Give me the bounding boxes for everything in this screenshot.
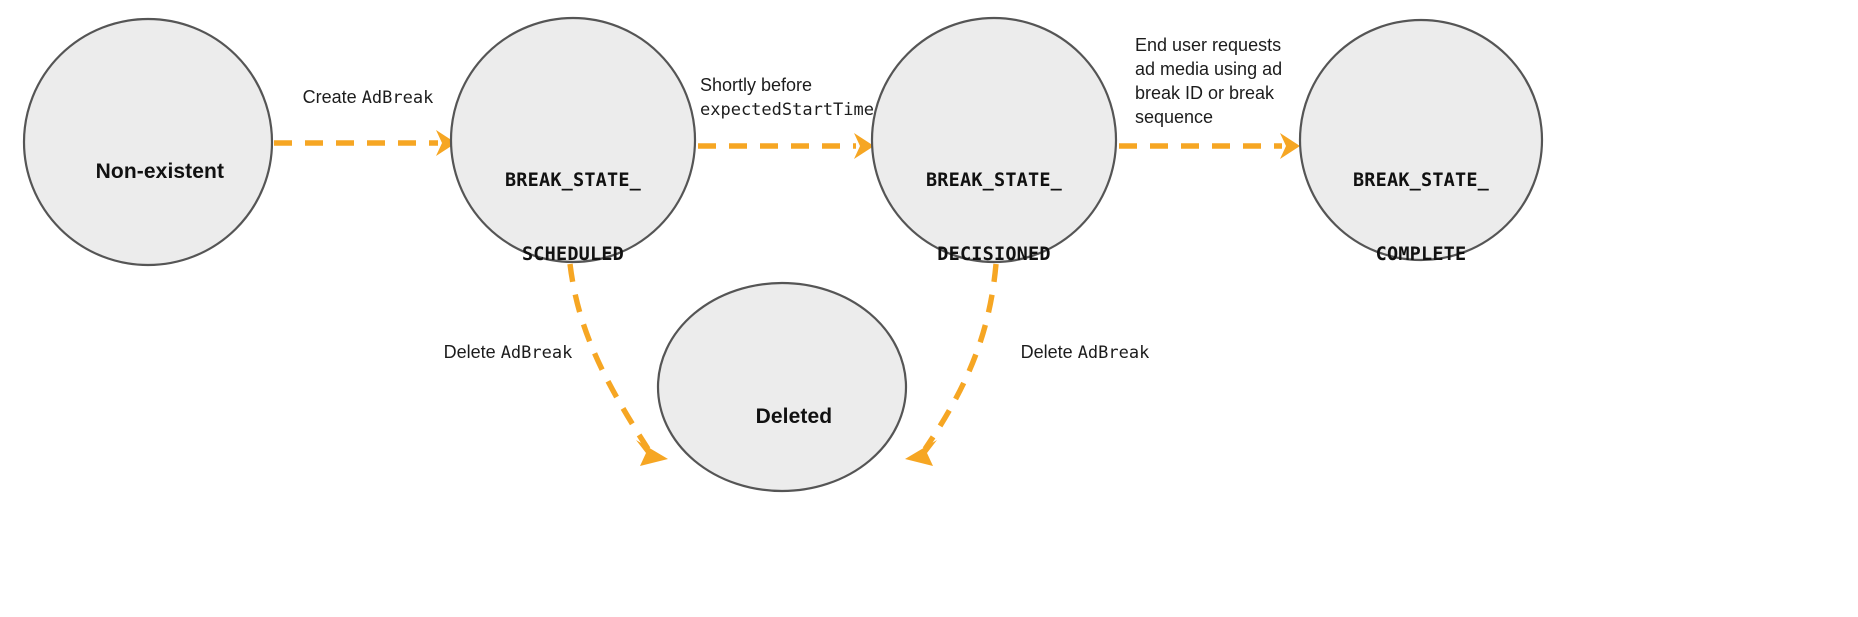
label-token-mono: AdBreak [361, 88, 434, 108]
label-token-text: Create [302, 87, 362, 107]
edge-delete-from-decisioned [905, 263, 999, 466]
label-token-text: Delete [1020, 342, 1078, 362]
node-break-state-scheduled[interactable] [449, 16, 697, 264]
label-token-mono: AdBreak [1077, 343, 1150, 363]
arrow-head-icon [1280, 133, 1300, 159]
node-break-state-complete[interactable] [1298, 18, 1544, 262]
edge-label-shortly-before: Shortly before expectedStartTime [700, 74, 900, 122]
node-deleted[interactable] [656, 281, 908, 493]
arrow-head-icon [905, 440, 937, 466]
label-token-text: Delete [443, 342, 501, 362]
edge-end-user-requests [1119, 133, 1300, 159]
edge-label-delete-from-scheduled: Delete AdBreak [423, 341, 593, 365]
node-non-existent[interactable] [22, 17, 274, 267]
label-token-mono: expectedStartTime [700, 99, 874, 120]
label-token-mono: AdBreak [500, 343, 573, 363]
edge-label-end-user-requests: End user requests ad media using ad brea… [1135, 34, 1335, 130]
arrow-head-icon [636, 440, 668, 466]
label-token-text: End user requests ad media using ad brea… [1135, 35, 1283, 127]
arrow-head-icon [854, 133, 874, 159]
node-break-state-decisioned[interactable] [870, 16, 1118, 264]
arrow-head-icon [436, 130, 456, 156]
label-token-text: Shortly before [700, 75, 813, 95]
edge-create-adbreak [274, 130, 456, 156]
edge-label-delete-from-decisioned: Delete AdBreak [1000, 341, 1170, 365]
edge-label-create-adbreak: Create AdBreak [283, 86, 453, 110]
edge-shortly-before [698, 133, 874, 159]
edge-delete-from-scheduled [567, 263, 668, 466]
